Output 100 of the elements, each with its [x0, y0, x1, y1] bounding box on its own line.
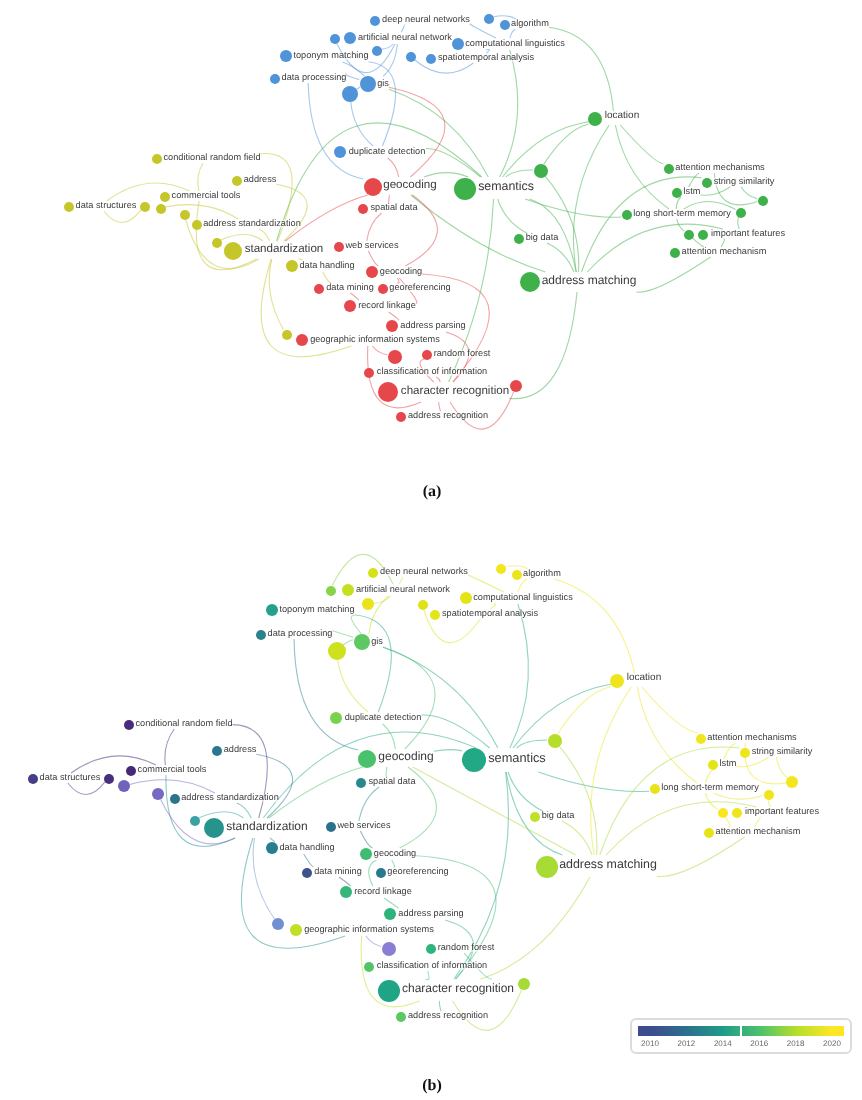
link-line [335, 41, 396, 74]
link-line [599, 746, 741, 856]
link-line [371, 345, 388, 356]
link-line [444, 919, 474, 980]
link-line [396, 277, 400, 284]
node-dot-icon [717, 807, 727, 817]
link-line [255, 753, 293, 819]
link-line [260, 153, 293, 242]
node-dot-icon [152, 788, 164, 800]
node-dot-icon [547, 733, 561, 747]
link-line [195, 200, 258, 271]
link-line [546, 242, 575, 273]
link-line [528, 198, 577, 273]
link-line [382, 646, 436, 750]
link-line [505, 169, 534, 178]
link-line [356, 86, 361, 91]
link-line [548, 26, 614, 112]
link-line [360, 935, 420, 1008]
link-line [197, 162, 204, 192]
link-line [342, 61, 366, 77]
link-line [502, 121, 590, 178]
link-line [269, 837, 276, 843]
link-line [636, 686, 698, 784]
link-line [517, 578, 528, 593]
link-line [499, 49, 519, 178]
link-line [512, 683, 612, 749]
link-line [232, 724, 268, 819]
link-line [619, 124, 664, 165]
link-line [276, 122, 483, 242]
link-line [688, 172, 700, 188]
link-line [365, 935, 382, 947]
link-line [258, 228, 271, 242]
link-line [415, 855, 497, 980]
link-line [635, 256, 712, 293]
node-dot-icon [155, 203, 165, 213]
node-dot-icon [495, 563, 505, 573]
link-line [236, 802, 252, 819]
node-dot-icon [518, 978, 530, 990]
link-line [713, 792, 764, 800]
link-line [383, 897, 400, 909]
link-line [469, 22, 497, 39]
link-line [448, 198, 495, 383]
node-dot-icon [325, 585, 335, 595]
link-line [331, 630, 354, 638]
link-line [331, 553, 394, 587]
link-line [165, 774, 236, 847]
node-dot-icon [417, 599, 427, 609]
link-line [605, 801, 757, 856]
link-line [293, 638, 359, 751]
link-line [349, 292, 359, 301]
link-line [382, 646, 499, 749]
link-line [557, 685, 612, 735]
link-line [507, 771, 543, 812]
link-line [388, 194, 390, 204]
node-dot-icon [533, 163, 547, 177]
link-line [420, 714, 491, 749]
link-line [307, 82, 364, 180]
link-line [380, 43, 394, 50]
node-dot-icon [381, 941, 395, 955]
link-line [641, 686, 699, 734]
node-dot-icon [329, 33, 339, 43]
link-line [385, 766, 388, 778]
link-line [268, 258, 285, 331]
node-dot-icon [342, 86, 358, 102]
node-dot-icon [683, 229, 693, 239]
link-line [388, 88, 489, 178]
link-line [359, 830, 374, 849]
link-line [453, 771, 509, 980]
link-line [735, 756, 770, 768]
link-line [398, 576, 403, 585]
node-dot-icon [763, 789, 773, 799]
node-dot-icon [786, 776, 798, 788]
node-dot-icon [362, 598, 374, 610]
link-line [350, 101, 374, 147]
node-dot-icon [118, 780, 130, 792]
link-line [776, 756, 788, 779]
link-line [553, 578, 635, 674]
link-line [413, 58, 474, 74]
link-line [129, 779, 216, 794]
link-line [438, 401, 441, 412]
link-line [322, 271, 332, 284]
link-line [358, 786, 380, 822]
node-dot-icon [179, 209, 189, 219]
link-line [561, 820, 593, 856]
link-line [268, 766, 364, 819]
panel-label: (a) [422, 484, 442, 500]
link-line [298, 258, 304, 261]
node-dot-icon [189, 815, 199, 825]
link-line [284, 194, 369, 242]
link-line [67, 781, 106, 796]
link-line [438, 1000, 442, 1012]
link-line [713, 172, 758, 206]
link-line [704, 768, 715, 784]
link-line [338, 876, 351, 887]
link-line [198, 811, 244, 819]
link-line [425, 970, 430, 981]
node-dot-icon [387, 349, 401, 363]
node-dot-icon [327, 641, 345, 659]
link-line [445, 331, 470, 383]
node-dot-icon [103, 773, 113, 783]
